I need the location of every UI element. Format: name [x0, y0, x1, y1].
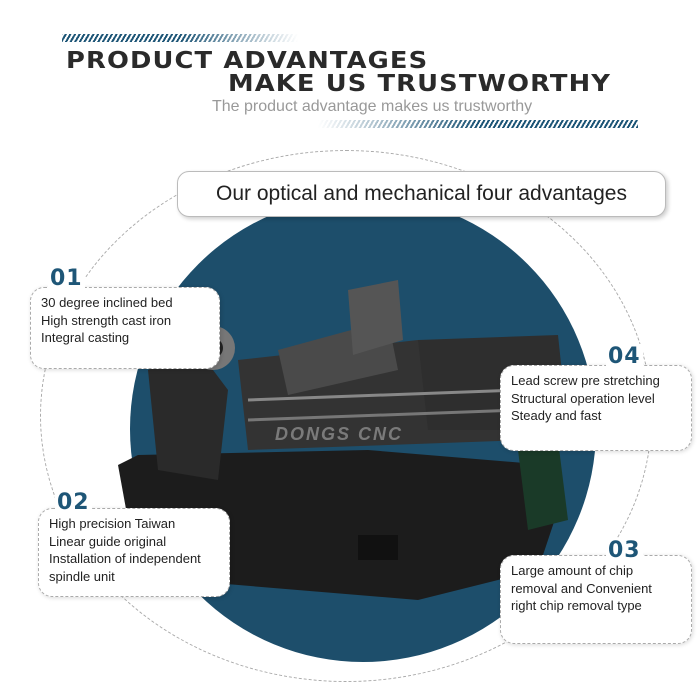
advantage-number-02: 02 — [55, 490, 92, 515]
advantage-card-04: Lead screw pre stretching Structural ope… — [500, 365, 692, 451]
advantage-number-01: 01 — [48, 266, 85, 291]
subtitle: The product advantage makes us trustwort… — [212, 98, 533, 115]
advantage-line: Integral casting — [41, 330, 130, 345]
advantage-number-03: 03 — [606, 538, 643, 563]
decorative-stripe-top — [62, 34, 298, 42]
advantage-line: removal and Convenient — [511, 580, 652, 596]
advantage-line: Structural operation level — [511, 390, 655, 406]
advantage-line: 30 degree inclined bed — [41, 295, 173, 310]
advantage-line: High strength cast iron — [41, 312, 172, 328]
advantage-line: High precision Taiwan — [49, 516, 176, 531]
advantage-line: right chip removal type — [511, 598, 642, 613]
advantage-line: Large amount of chip — [511, 563, 634, 578]
advantage-number-04: 04 — [606, 344, 643, 369]
advantage-line: spindle unit — [49, 568, 115, 584]
advantage-card-02: High precision Taiwan Linear guide origi… — [38, 508, 230, 597]
title-line-1: PRODUCT ADVANTAGES — [66, 48, 429, 74]
advantage-line: Lead screw pre stretching — [511, 373, 660, 388]
advantage-line: Steady and fast — [511, 408, 602, 423]
decorative-stripe-bottom — [318, 120, 638, 128]
title-line-2: MAKE US TRUSTWORTHY — [228, 71, 612, 97]
advantage-card-01: 30 degree inclined bed High strength cas… — [30, 287, 220, 369]
advantage-card-03: Large amount of chip removal and Conveni… — [500, 555, 692, 644]
watermark: DONGS CNC — [275, 424, 404, 444]
advantage-line: Installation of independent — [49, 551, 201, 566]
advantage-line: Linear guide original — [49, 533, 167, 549]
advantages-banner: Our optical and mechanical four advantag… — [177, 171, 666, 217]
